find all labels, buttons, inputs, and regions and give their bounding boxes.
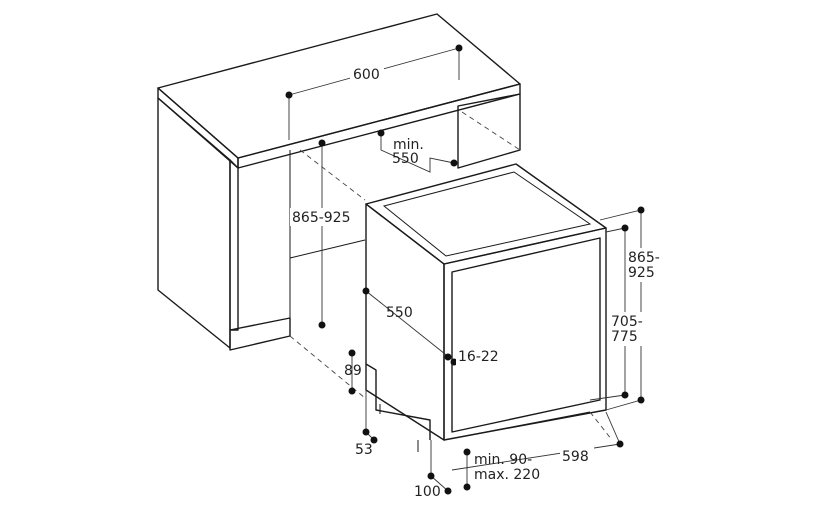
dim-600-dot-left <box>285 91 293 99</box>
dimensions <box>285 44 645 495</box>
niche-back-bottom <box>289 239 366 259</box>
cabinet-left-side <box>157 97 231 349</box>
label-min550-line2: 550 <box>392 151 419 167</box>
countertop-front <box>237 83 521 169</box>
dishwasher <box>365 163 613 452</box>
label-53: 53 <box>355 442 373 458</box>
dim-598-ext-right <box>605 411 621 445</box>
label-depth-550: 550 <box>386 305 413 321</box>
dim-depth-dot-b <box>444 353 452 361</box>
label-niche-height: 865-925 <box>292 210 351 226</box>
dim-705-dot-top <box>621 224 629 232</box>
plinth-bottom <box>443 411 591 441</box>
cabinet-right-side <box>457 93 521 169</box>
dim-705-ext-bottom <box>589 394 626 401</box>
label-89: 89 <box>344 363 362 379</box>
dim-53-dot-b <box>370 436 378 444</box>
dim-865-right-dot-bottom <box>637 396 645 404</box>
dim-min550-dot-b <box>450 159 458 167</box>
dim-89-dot-bottom <box>348 387 356 395</box>
dim-865-right-ext-bottom <box>605 399 642 411</box>
floor-line-back <box>299 149 366 201</box>
dim-100-dot-a <box>427 472 435 480</box>
label-100: 100 <box>414 484 441 500</box>
dim-89-dot-top <box>348 349 356 357</box>
label-705-line2: 775 <box>611 329 638 345</box>
dishwasher-plinth-step <box>365 363 431 440</box>
dim-100-line <box>430 475 449 492</box>
label-705-line1: 705- <box>611 314 643 330</box>
dim-100-dot-b <box>444 487 452 495</box>
label-door-gap: 16-22 <box>458 349 499 365</box>
cabinet <box>157 13 521 399</box>
dim-598-dot-right <box>616 440 624 448</box>
dim-plinth-dot-bottom <box>463 483 471 491</box>
dim-depth-line <box>365 290 451 359</box>
label-plinth-line2: max. 220 <box>474 467 540 483</box>
dim-865-right-dot-top <box>637 206 645 214</box>
label-865-right-line2: 925 <box>628 265 655 281</box>
dim-600-dot-right <box>455 44 463 52</box>
cabinet-plinth <box>229 317 291 351</box>
dim-min550-line <box>380 133 455 173</box>
floor-line-right <box>461 111 521 151</box>
dishwasher-top-inner <box>382 171 592 257</box>
dim-niche-dot-bottom <box>318 321 326 329</box>
labels: 600 min. 550 865-925 550 16-22 89 53 100… <box>290 64 661 500</box>
dim-53-dot-a <box>362 428 370 436</box>
label-600: 600 <box>353 67 380 83</box>
label-min550-line1: min. <box>393 137 424 153</box>
dim-niche-dot-top <box>318 139 326 147</box>
label-598: 598 <box>562 449 589 465</box>
cabinet-left-front <box>229 159 239 331</box>
dim-865-right-ext-top <box>599 209 642 221</box>
label-865-right-line1: 865- <box>628 250 660 266</box>
dishwasher-front-frame <box>443 227 607 441</box>
dim-gap-dot <box>450 358 458 366</box>
dim-plinth-dot-top <box>463 448 471 456</box>
dishwasher-door <box>451 237 601 433</box>
label-plinth-line1: min. 90- <box>474 452 532 468</box>
dim-depth-dot-a <box>362 287 370 295</box>
front-floor-line <box>589 411 613 441</box>
dim-705-dot-bottom <box>621 391 629 399</box>
dim-min550-dot-a <box>377 129 385 137</box>
